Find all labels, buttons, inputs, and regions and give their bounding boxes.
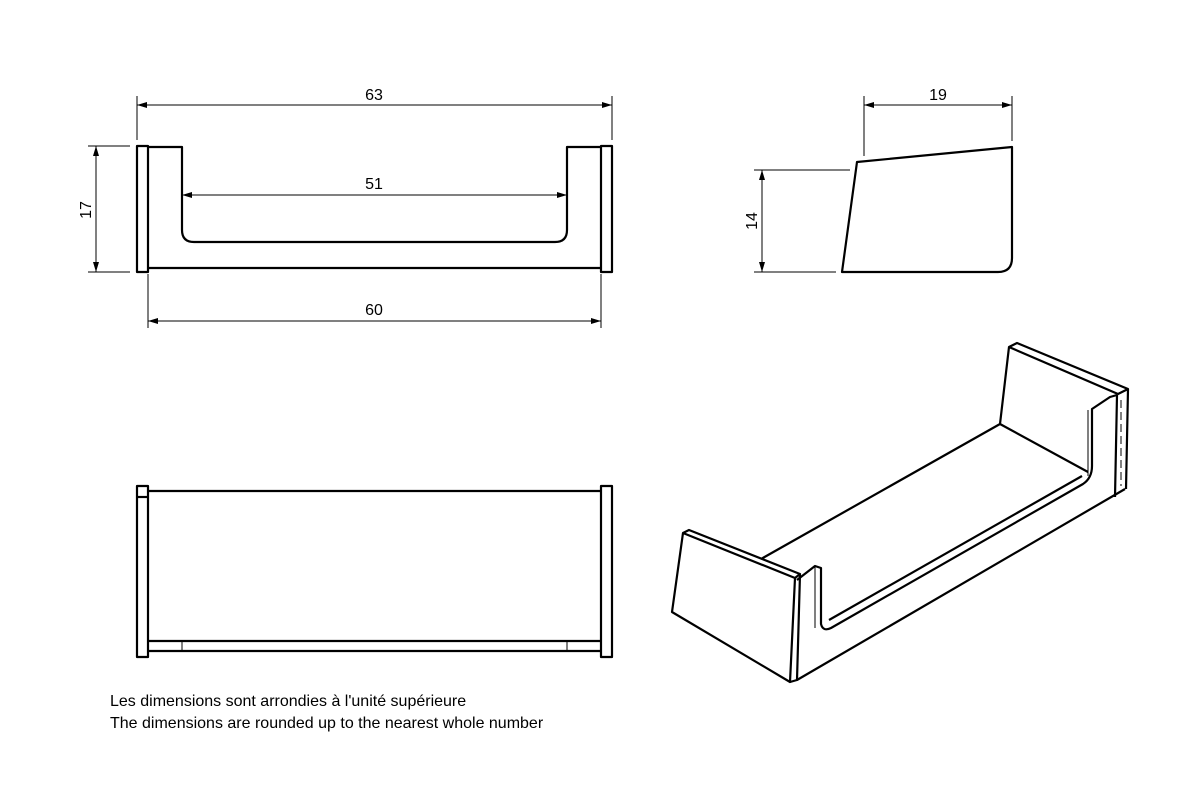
left-end-plate [135, 144, 150, 274]
iso-left-plate-face [670, 531, 797, 684]
dimension-label-depth: 19 [929, 87, 947, 104]
iso-left-plate-edge [682, 528, 802, 684]
dimension-label-height: 17 [78, 201, 95, 219]
shelf-profile [148, 145, 601, 270]
dimension-label-overall-width: 63 [365, 87, 383, 104]
shelf-top-outline [148, 489, 601, 653]
right-end-plate-top [599, 484, 614, 659]
right-end-plate [599, 144, 614, 274]
dimension-label-inner-width: 51 [365, 176, 383, 193]
iso-front-profile [796, 393, 1118, 631]
side-profile [840, 145, 1014, 274]
iso-floor-front-edge [828, 475, 1083, 621]
front-view: 63 51 60 17 [78, 87, 614, 328]
side-view: 19 14 [744, 87, 1014, 274]
note-french: Les dimensions sont arrondies à l'unité … [110, 693, 467, 710]
top-view [135, 484, 614, 659]
note-english: The dimensions are rounded up to the nea… [110, 715, 544, 732]
dimension-label-body-width: 60 [365, 302, 383, 319]
dimension-label-side-height: 14 [744, 212, 761, 230]
left-end-plate-top [135, 484, 150, 659]
iso-back-wall [760, 341, 1130, 560]
isometric-view [670, 341, 1130, 684]
iso-bottom-edge [796, 488, 1126, 681]
